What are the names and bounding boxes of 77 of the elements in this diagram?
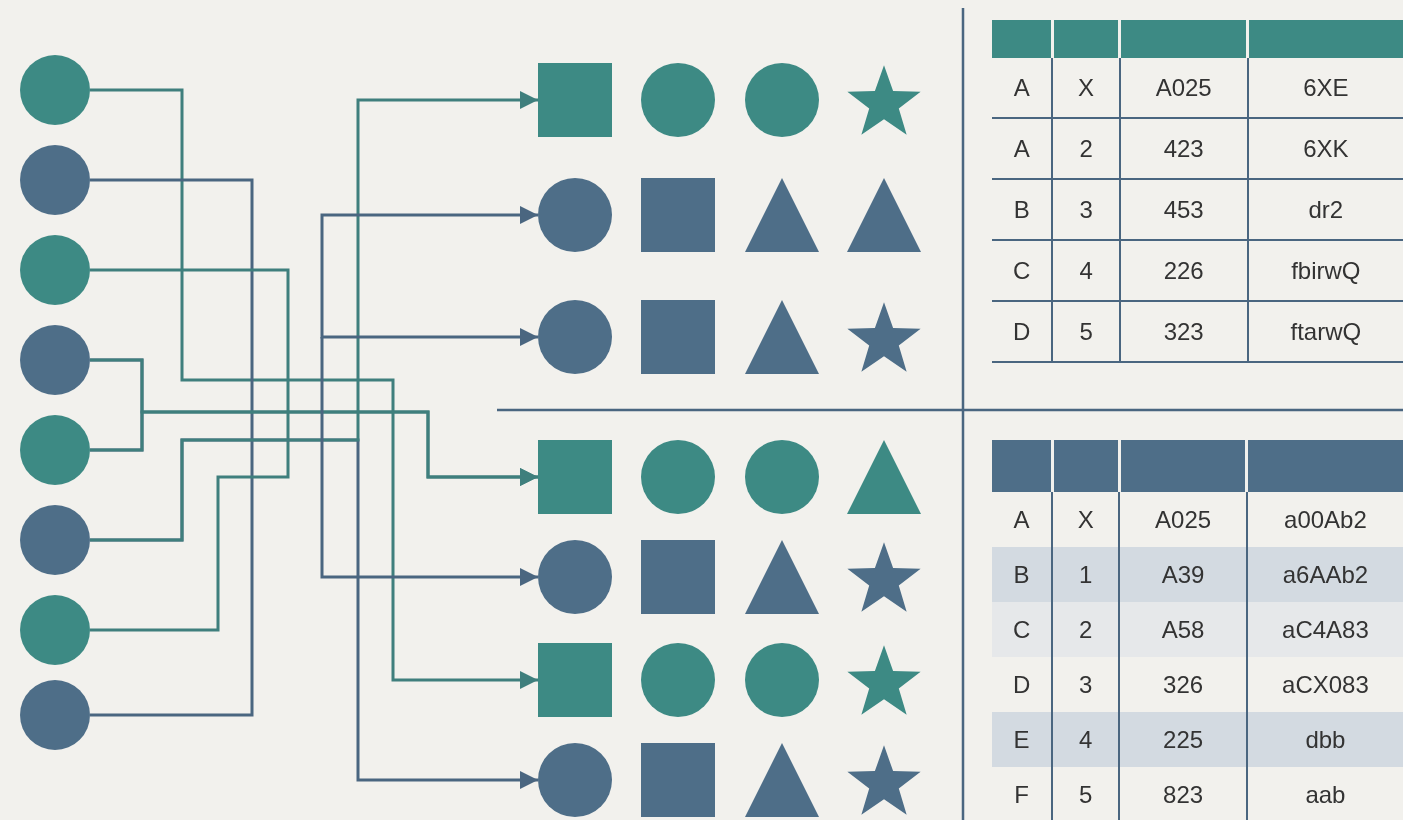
triangle-node	[847, 440, 921, 514]
circle-node	[20, 325, 90, 395]
square-node	[538, 440, 612, 514]
table-entry: 6XK	[1247, 118, 1403, 179]
table-entry: 4	[1052, 240, 1120, 301]
circle-node	[20, 145, 90, 215]
table-entry: A	[992, 118, 1053, 179]
table-entry: F	[992, 767, 1053, 820]
table-entry: 4	[1052, 712, 1120, 767]
circle-node	[20, 415, 90, 485]
circle-node	[745, 440, 819, 514]
table-entry: 323	[1119, 301, 1248, 362]
triangle-node	[745, 300, 819, 374]
circle-node	[20, 235, 90, 305]
table-entry: 226	[1119, 240, 1248, 301]
circle-node	[641, 643, 715, 717]
arrow	[90, 91, 538, 542]
table-entry: D	[992, 657, 1053, 712]
triangle-node	[745, 540, 819, 614]
circle-node	[745, 643, 819, 717]
table-entry: 2	[1052, 118, 1120, 179]
circle-node	[538, 300, 612, 374]
table-entry: E	[992, 712, 1053, 767]
triangle-node	[745, 743, 819, 817]
table-entry: X	[1052, 58, 1120, 118]
table-entry: 5	[1052, 301, 1120, 362]
table-entry: 823	[1119, 767, 1247, 820]
table-entry: A025	[1119, 58, 1248, 118]
table-entry: 423	[1119, 118, 1248, 179]
table-entry: aab	[1246, 767, 1403, 820]
table-entry: 225	[1119, 712, 1247, 767]
square-node	[641, 743, 715, 817]
table-entry: aC4A83	[1246, 602, 1403, 657]
square-node	[641, 178, 715, 252]
table-entry: 6XE	[1247, 58, 1403, 118]
arrow	[320, 300, 538, 346]
circle-node	[20, 55, 90, 125]
arrow	[320, 206, 538, 300]
square-node	[538, 63, 612, 137]
table-entry: 5	[1052, 767, 1120, 820]
square-node	[641, 300, 715, 374]
table-entry: D	[992, 301, 1053, 362]
table-entry: 1	[1052, 547, 1120, 602]
table-entry: 453	[1119, 179, 1248, 240]
table-entry: 3	[1052, 179, 1120, 240]
square-node	[538, 643, 612, 717]
table-entry: ftarwQ	[1247, 301, 1403, 362]
table-entry: A58	[1119, 602, 1247, 657]
arrow	[90, 410, 538, 486]
circle-node	[20, 680, 90, 750]
table-entry: B	[992, 179, 1053, 240]
connector-line	[90, 178, 254, 717]
arrow	[320, 337, 538, 586]
table-entry: A	[992, 58, 1053, 118]
table-entry: fbirwQ	[1247, 240, 1403, 301]
connector-line	[90, 268, 290, 632]
circle-node	[538, 743, 612, 817]
circle-node	[641, 63, 715, 137]
table-entry: 2	[1052, 602, 1120, 657]
table-entry: B	[992, 547, 1053, 602]
circle-node	[745, 63, 819, 137]
table-entry: A39	[1119, 547, 1247, 602]
square-node	[641, 540, 715, 614]
circle-node	[20, 505, 90, 575]
table-entry: C	[992, 240, 1053, 301]
table-entry: dbb	[1246, 712, 1403, 767]
arrow	[90, 88, 538, 689]
circle-node	[641, 440, 715, 514]
table-entry: dr2	[1247, 179, 1403, 240]
triangle-node	[745, 178, 819, 252]
table-entry: C	[992, 602, 1053, 657]
table-entry: a6AAb2	[1246, 547, 1403, 602]
circle-node	[538, 540, 612, 614]
circle-node	[538, 178, 612, 252]
circle-node	[20, 595, 90, 665]
table-entry: A	[992, 492, 1053, 547]
triangle-node	[847, 178, 921, 252]
